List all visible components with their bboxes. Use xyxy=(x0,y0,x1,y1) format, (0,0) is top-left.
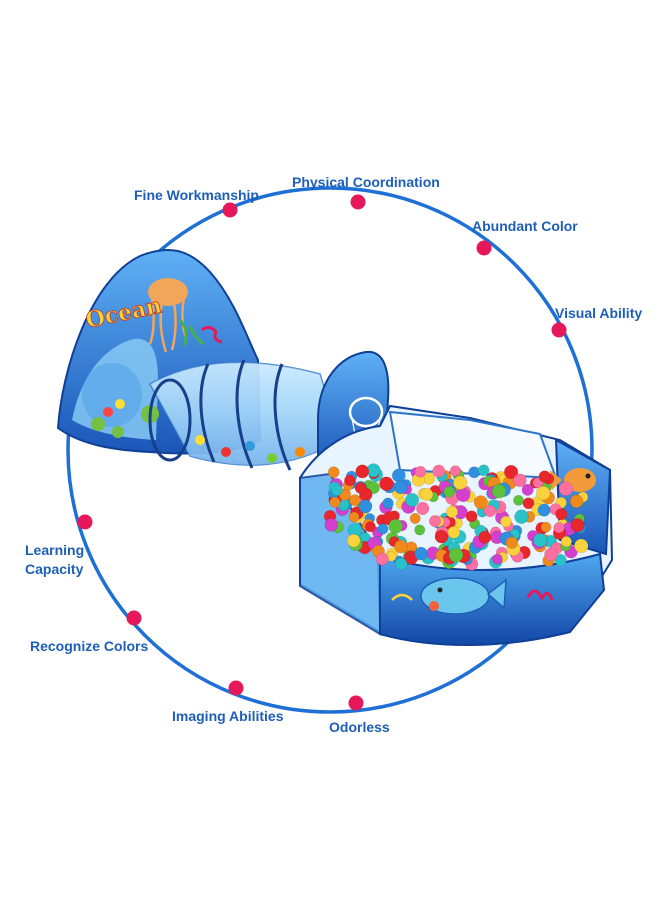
ball-pool xyxy=(299,404,614,646)
ball xyxy=(327,466,340,479)
feature-label-recognize-colors: Recognize Colors xyxy=(30,638,149,654)
ball xyxy=(560,535,573,548)
feature-dot-fine-workmanship xyxy=(222,202,238,218)
ball xyxy=(388,518,403,534)
ball xyxy=(414,465,427,478)
ball xyxy=(420,487,434,501)
colorful-balls xyxy=(323,463,589,571)
feature-ring xyxy=(66,186,594,714)
feature-label-imaging-abilities: Imaging Abilities xyxy=(172,708,284,724)
ball xyxy=(573,538,589,554)
ball xyxy=(324,518,339,532)
feature-dot-odorless xyxy=(348,695,364,711)
ball xyxy=(491,483,507,499)
feature-dot-abundant-color xyxy=(476,240,492,256)
ball xyxy=(569,494,584,508)
ball xyxy=(379,476,394,491)
ball xyxy=(505,536,519,549)
ball xyxy=(409,512,421,524)
feature-label-abundant-color: Abundant Color xyxy=(472,218,578,234)
ball xyxy=(553,522,565,534)
ball xyxy=(465,510,478,523)
feature-dot-visual-ability xyxy=(551,322,567,338)
ball xyxy=(393,480,408,495)
feature-label-learning-capacity-line-1: Learning xyxy=(25,542,85,558)
ball xyxy=(344,474,356,487)
feature-dot-physical-coordination xyxy=(350,194,366,210)
ball xyxy=(375,552,389,566)
ball xyxy=(329,496,341,508)
ball xyxy=(521,483,534,496)
feature-dot-imaging-abilities xyxy=(228,680,244,696)
ball xyxy=(555,508,568,521)
ball xyxy=(414,524,426,536)
ball xyxy=(394,539,408,554)
ball xyxy=(348,511,360,523)
ball xyxy=(538,470,551,483)
ball xyxy=(456,487,471,503)
feature-label-visual-ability: Visual Ability xyxy=(555,305,643,321)
ball xyxy=(416,501,430,516)
ball xyxy=(449,465,462,477)
ball xyxy=(405,492,420,507)
ball xyxy=(477,464,490,477)
ball xyxy=(513,494,524,506)
ball xyxy=(364,521,376,533)
ball xyxy=(522,497,535,510)
feature-dot-recognize-colors xyxy=(126,610,142,626)
ball xyxy=(348,494,361,507)
ball xyxy=(443,485,456,498)
feature-label-physical-coordination: Physical Coordination xyxy=(292,174,440,190)
ball xyxy=(448,547,464,563)
ball xyxy=(346,533,361,548)
ball xyxy=(514,509,529,524)
ball xyxy=(483,504,497,518)
ball xyxy=(447,525,461,539)
ball xyxy=(478,530,492,544)
ball xyxy=(394,557,408,571)
ball xyxy=(453,475,468,490)
feature-label-learning-capacity: Learning Capacity xyxy=(25,541,84,579)
ball xyxy=(468,466,481,479)
ball xyxy=(428,515,441,528)
feature-label-fine-workmanship: Fine Workmanship xyxy=(134,187,259,203)
ball xyxy=(354,482,367,494)
crawl-tunnel xyxy=(148,359,341,471)
ball xyxy=(533,533,548,548)
feature-label-odorless: Odorless xyxy=(329,719,390,735)
feature-label-learning-capacity-line-2: Capacity xyxy=(25,561,84,577)
ball xyxy=(445,505,459,519)
ball-pit-tent-illustration: Ocean xyxy=(56,249,614,646)
left-tent: Ocean xyxy=(56,249,262,455)
ball xyxy=(554,553,567,567)
ball xyxy=(558,481,574,496)
ball xyxy=(355,464,370,479)
ball xyxy=(570,518,585,533)
ball xyxy=(540,521,552,533)
ball xyxy=(414,546,428,561)
ball xyxy=(500,515,512,528)
ball xyxy=(473,495,488,510)
ball xyxy=(358,499,373,514)
ball xyxy=(434,529,449,544)
ball xyxy=(377,523,389,535)
ball xyxy=(432,464,446,478)
ball xyxy=(491,553,503,565)
ball xyxy=(382,497,394,509)
ball xyxy=(513,473,527,488)
ball xyxy=(331,484,343,497)
ball xyxy=(544,547,558,562)
ball xyxy=(504,464,519,480)
feature-dot-learning-capacity xyxy=(77,514,93,530)
ball xyxy=(537,503,551,517)
ball xyxy=(535,485,551,501)
